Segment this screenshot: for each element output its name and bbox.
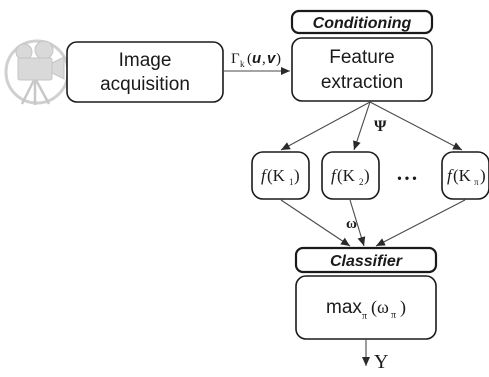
f-kpi-sub: π bbox=[474, 177, 479, 187]
arrow-extraction-to-fkpi bbox=[369, 101, 463, 151]
classifier-header-box bbox=[294, 246, 438, 274]
gamma-comma: , bbox=[262, 51, 266, 67]
image-acquisition-label-line2: acquisition bbox=[100, 74, 190, 95]
f-k1-arg-close: ) bbox=[294, 166, 300, 185]
gamma-close-paren: ) bbox=[276, 51, 281, 67]
f-k2-arg-open: (K bbox=[337, 166, 356, 185]
f-kpi-box bbox=[441, 151, 489, 200]
f-k2-f: f bbox=[331, 166, 338, 185]
max-arg-open: (ω bbox=[371, 297, 389, 318]
arrow-fk1-to-classifier bbox=[280, 199, 351, 247]
f-k2-arg-close: ) bbox=[364, 166, 370, 185]
f-k2-label: f (K 2 ) bbox=[331, 166, 370, 187]
arrow-extraction-to-fk1 bbox=[280, 101, 371, 151]
f-kpi-label: f (K π ) bbox=[447, 166, 486, 187]
gamma-edge-label: Γ k ( u , v ) bbox=[231, 50, 281, 69]
f-k1-sub: 1 bbox=[289, 177, 294, 187]
image-acquisition-box bbox=[66, 41, 224, 103]
f-k1-box bbox=[251, 151, 310, 200]
conditioning-header-box bbox=[290, 9, 434, 35]
ellipsis: • • • bbox=[397, 171, 416, 185]
camera-icon bbox=[4, 39, 70, 105]
conditioning-header-label: Conditioning bbox=[313, 15, 412, 32]
feature-extraction-box bbox=[291, 37, 433, 102]
psi-edge-label: Ψ bbox=[374, 118, 387, 135]
f-k1-f: f bbox=[261, 166, 268, 185]
feature-extraction-label-line2: extraction bbox=[321, 72, 403, 93]
max-main: max bbox=[326, 297, 362, 318]
gamma-u: u bbox=[252, 50, 261, 67]
omega-edge-label: ω bbox=[346, 216, 357, 232]
f-k2-sub: 2 bbox=[359, 177, 364, 187]
max-label: max π (ω π ) bbox=[326, 297, 406, 322]
f-kpi-arg-open: (K bbox=[453, 166, 472, 185]
classifier-header-label: Classifier bbox=[330, 253, 403, 270]
f-k1-arg-open: (K bbox=[267, 166, 286, 185]
arrow-fk2-to-classifier bbox=[349, 199, 366, 247]
f-k1-label: f (K 1 ) bbox=[261, 166, 300, 187]
image-acquisition-label-line1: Image bbox=[119, 50, 172, 71]
max-arg-sub: π bbox=[391, 310, 396, 321]
f-k2-box bbox=[321, 151, 380, 200]
max-box bbox=[295, 275, 437, 340]
f-kpi-arg-close: ) bbox=[480, 166, 486, 185]
gamma-subscript: k bbox=[240, 59, 245, 69]
f-kpi-f: f bbox=[447, 166, 454, 185]
max-sub: π bbox=[362, 311, 367, 322]
gamma-open-paren: ( bbox=[247, 51, 252, 67]
gamma-symbol: Γ bbox=[231, 51, 240, 67]
arrow-extraction-to-fk2 bbox=[353, 101, 371, 151]
max-arg-close: ) bbox=[400, 297, 406, 318]
gamma-v: v bbox=[267, 50, 277, 67]
output-label: Y bbox=[374, 351, 388, 373]
feature-extraction-label-line1: Feature bbox=[329, 47, 394, 68]
arrow-fkpi-to-classifier bbox=[375, 199, 466, 247]
